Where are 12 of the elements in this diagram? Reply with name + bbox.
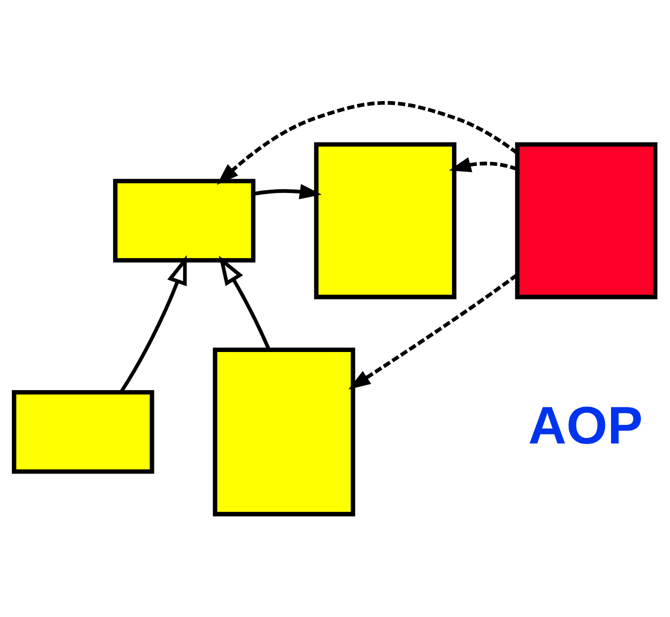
arrow	[120, 255, 187, 393]
node-box	[12, 390, 154, 474]
node-box	[515, 142, 658, 300]
arrow	[216, 101, 518, 185]
label: AOP	[528, 396, 643, 456]
node-box	[113, 178, 256, 263]
node-box	[212, 348, 356, 516]
arrow	[348, 274, 518, 390]
node-box	[314, 142, 456, 300]
arrow	[448, 157, 518, 172]
arrow	[253, 184, 322, 200]
arrow	[218, 256, 271, 350]
